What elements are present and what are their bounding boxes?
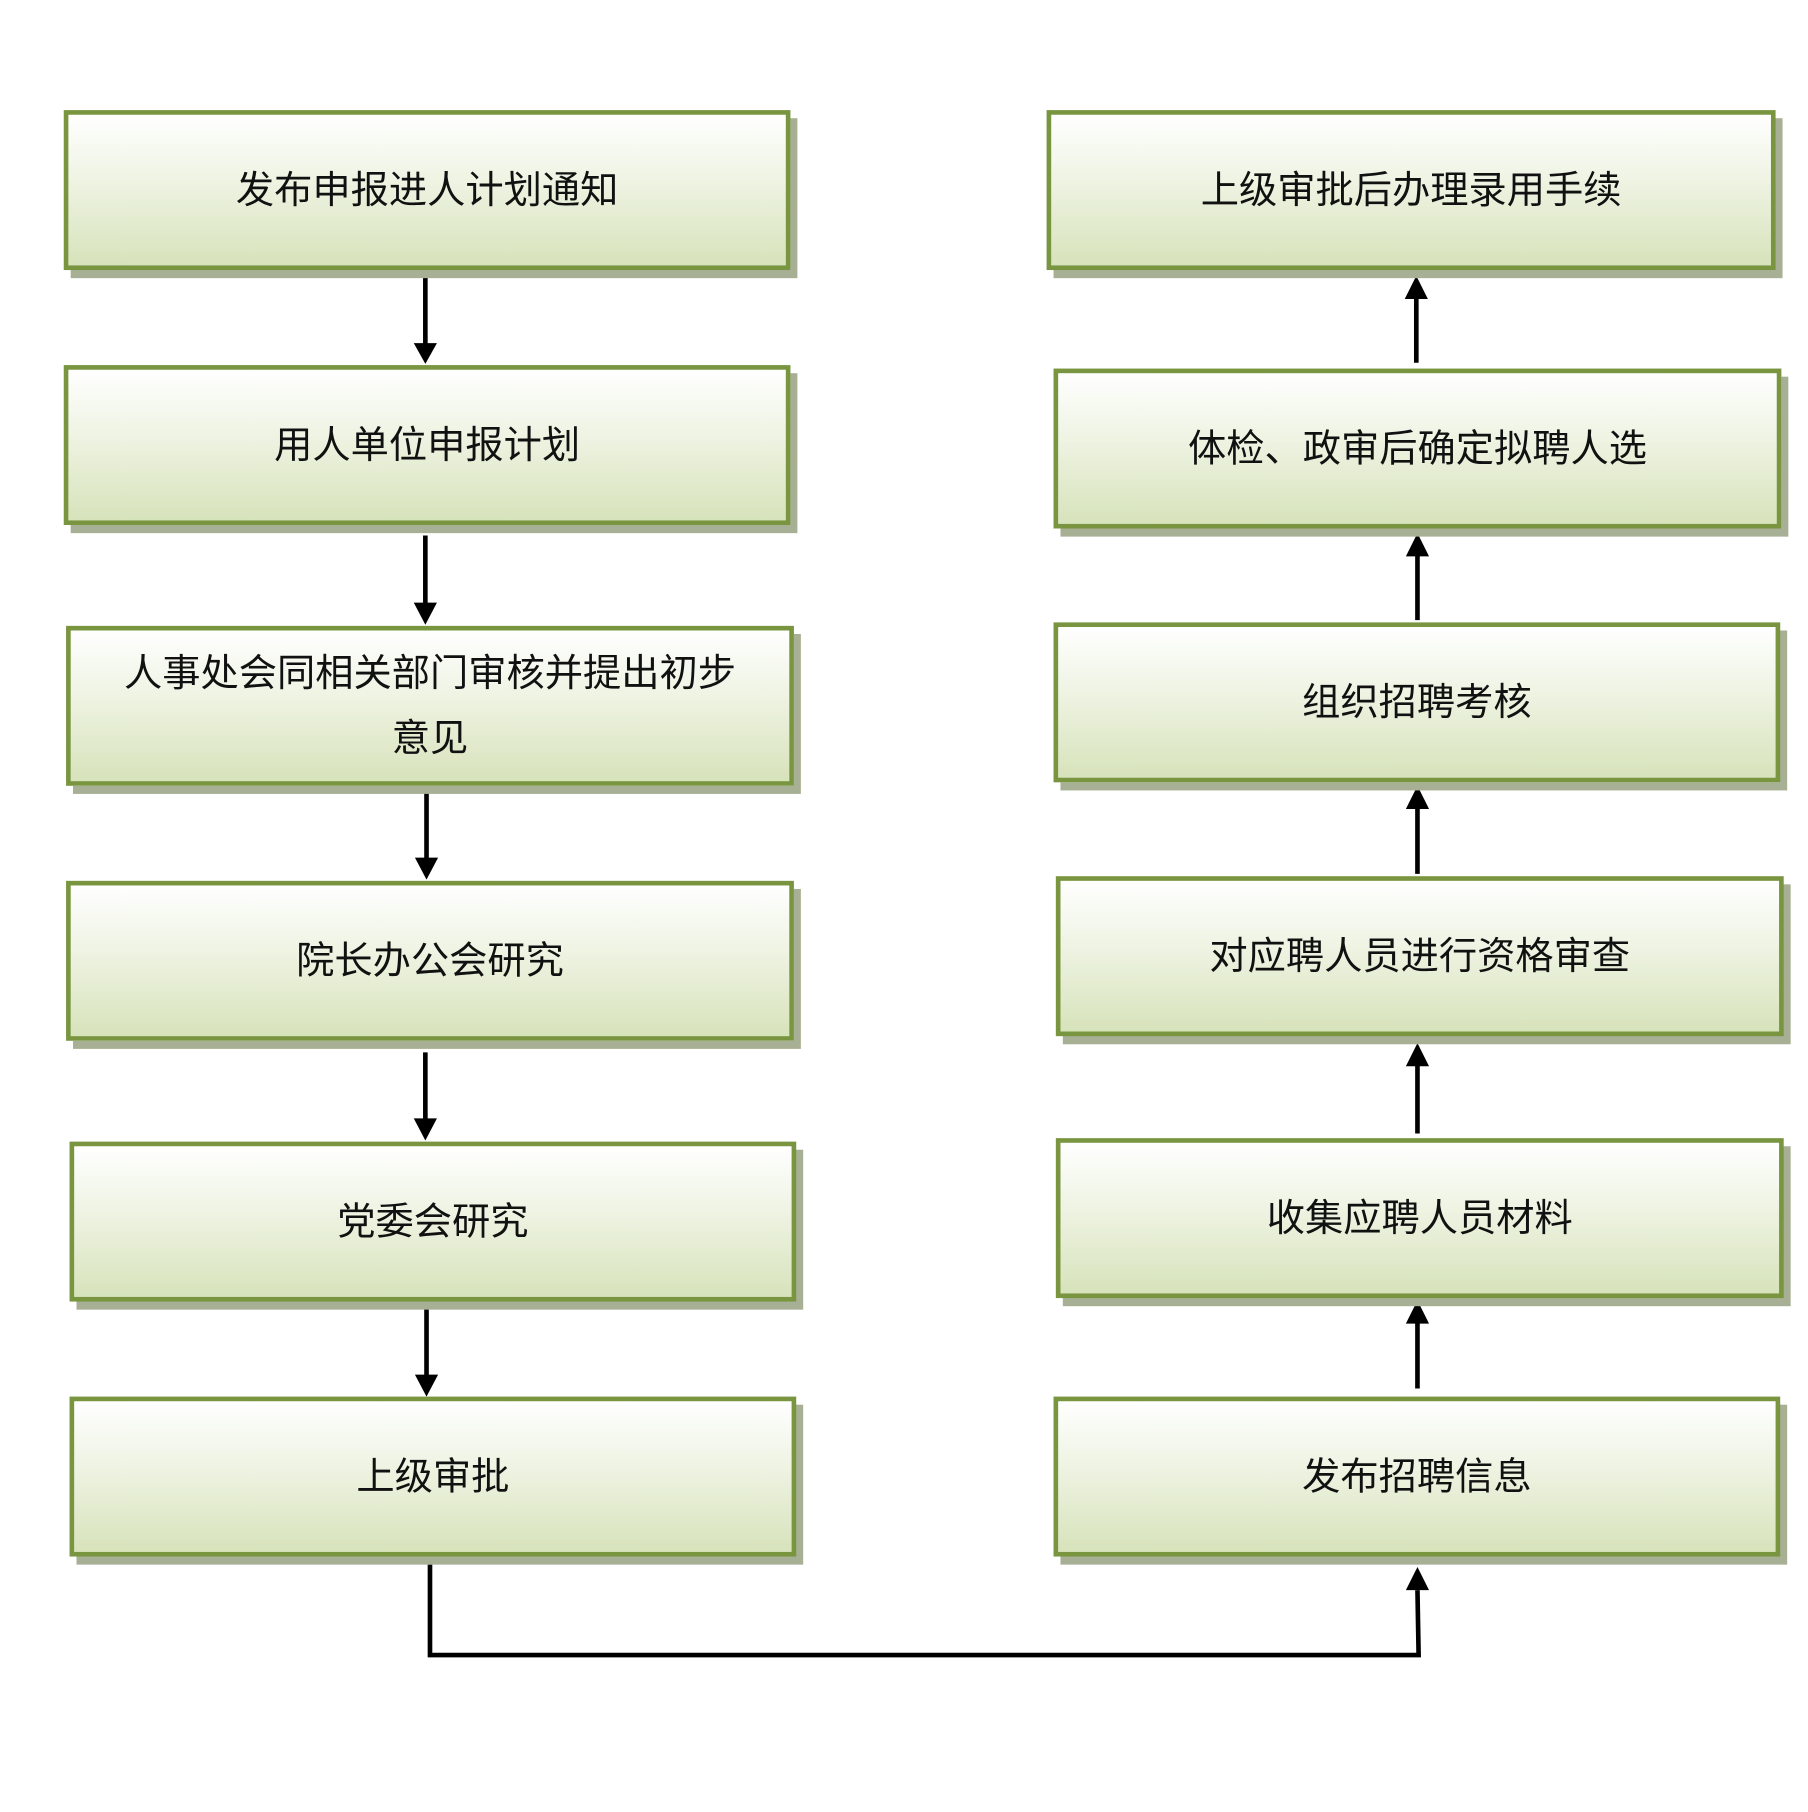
step-label: 党委会研究 <box>337 1198 529 1244</box>
left-step-2: 用人单位申报计划 <box>63 365 791 526</box>
step-label: 组织招聘考核 <box>1302 679 1532 725</box>
left-step-6: 上级审批 <box>69 1396 797 1557</box>
right-step-top-1: 上级审批后办理录用手续 <box>1046 110 1776 271</box>
right-step-top-3: 组织招聘考核 <box>1053 622 1781 783</box>
step-label: 对应聘人员进行资格审查 <box>1209 932 1631 979</box>
left-step-5: 党委会研究 <box>69 1141 797 1302</box>
left-step-3: 人事处会同相关部门审核并提出初步意见 <box>66 625 794 786</box>
left-step-4: 院长办公会研究 <box>66 880 794 1041</box>
step-label: 发布申报进人计划通知 <box>235 166 619 213</box>
step-label: 人事处会同相关部门审核并提出初步意见 <box>124 650 736 761</box>
step-label: 发布招聘信息 <box>1302 1453 1532 1499</box>
right-step-top-6: 发布招聘信息 <box>1053 1396 1781 1557</box>
right-step-top-5: 收集应聘人员材料 <box>1055 1138 1784 1299</box>
right-step-top-4: 对应聘人员进行资格审查 <box>1055 876 1784 1037</box>
step-label: 上级审批后办理录用手续 <box>1200 166 1622 213</box>
bottom-connector <box>427 1564 1421 1658</box>
step-label: 上级审批 <box>356 1453 510 1499</box>
step-label: 体检、政审后确定拟聘人选 <box>1187 425 1647 471</box>
step-label: 收集应聘人员材料 <box>1266 1194 1573 1241</box>
step-label: 院长办公会研究 <box>296 937 564 983</box>
left-step-1: 发布申报进人计划通知 <box>63 110 791 271</box>
right-step-top-2: 体检、政审后确定拟聘人选 <box>1053 368 1782 529</box>
step-label: 用人单位申报计划 <box>274 421 581 468</box>
